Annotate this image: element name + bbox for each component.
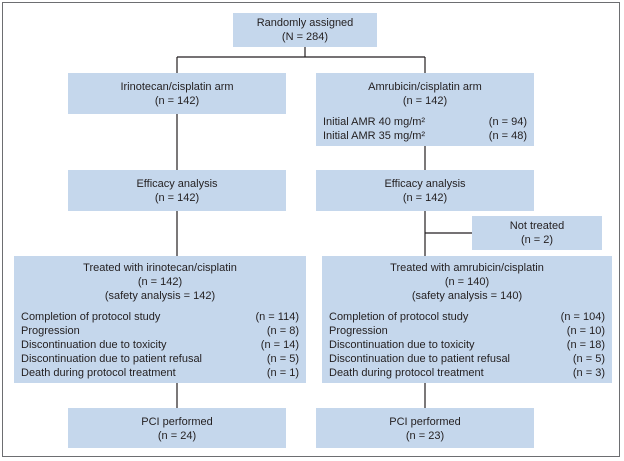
dose-label: Initial AMR 40 mg/m² [323,116,426,128]
outcome-row: Completion of protocol study (n = 104) [329,310,605,324]
outcome-n: (n = 3) [572,367,605,379]
outcome-n: (n = 14) [260,339,299,351]
treated-right-safety: (safety analysis = 140) [411,290,523,302]
efficacy-right-box: Efficacy analysis (n = 142) [316,170,534,211]
outcome-label: Discontinuation due to toxicity [21,339,167,351]
outcome-label: Completion of protocol study [21,311,161,323]
treated-left-n: (n = 142) [137,276,183,288]
outcome-list-left: Completion of protocol study (n = 114) P… [21,310,299,380]
randomized-title: Randomly assigned [256,17,354,29]
amrubicin-arm-title: Amrubicin/cisplatin arm [368,81,482,93]
outcome-n: (n = 104) [560,311,605,323]
outcome-label: Progression [21,325,80,337]
outcome-row: Death during protocol treatment (n = 3) [329,366,605,380]
outcome-n: (n = 5) [572,353,605,365]
dose-list: Initial AMR 40 mg/m² (n = 94) Initial AM… [323,115,527,143]
efficacy-left-n: (n = 142) [154,192,200,204]
outcome-n: (n = 18) [566,339,605,351]
amrubicin-arm-n: (n = 142) [402,95,448,107]
outcome-row: Discontinuation due to toxicity (n = 14) [21,338,299,352]
outcome-label: Discontinuation due to patient refusal [329,353,511,365]
outcome-row: Discontinuation due to patient refusal (… [21,352,299,366]
dose-row: Initial AMR 40 mg/m² (n = 94) [323,115,527,129]
treated-amrubicin-box: Treated with amrubicin/cisplatin (n = 14… [322,256,612,383]
outcome-n: (n = 5) [266,353,299,365]
irinotecan-arm-n: (n = 142) [154,95,200,107]
efficacy-left-title: Efficacy analysis [136,178,218,190]
outcome-row: Death during protocol treatment (n = 1) [21,366,299,380]
treated-right-title: Treated with amrubicin/cisplatin [390,262,544,274]
dose-row: Initial AMR 35 mg/m² (n = 48) [323,129,527,143]
pci-right-n: (n = 23) [405,430,445,442]
randomized-box: Randomly assigned (N = 284) [233,13,377,47]
irinotecan-arm-title: Irinotecan/cisplatin arm [120,81,234,93]
efficacy-right-title: Efficacy analysis [384,178,466,190]
outcome-list-right: Completion of protocol study (n = 104) P… [329,310,605,380]
outcome-n: (n = 114) [255,311,299,323]
efficacy-left-box: Efficacy analysis (n = 142) [68,170,286,211]
not-treated-n: (n = 2) [520,234,554,246]
dose-n: (n = 48) [488,130,527,142]
pci-right-box: PCI performed (n = 23) [316,408,534,448]
not-treated-title: Not treated [509,220,565,232]
treated-left-title: Treated with irinotecan/cisplatin [83,262,237,274]
outcome-label: Death during protocol treatment [329,367,484,379]
pci-right-title: PCI performed [389,416,461,428]
randomized-n: (N = 284) [281,31,329,43]
outcome-n: (n = 10) [566,325,605,337]
efficacy-right-n: (n = 142) [402,192,448,204]
treated-irinotecan-box: Treated with irinotecan/cisplatin (n = 1… [14,256,306,383]
outcome-label: Discontinuation due to toxicity [329,339,475,351]
dose-n: (n = 94) [488,116,527,128]
outcome-row: Progression (n = 8) [21,324,299,338]
treated-left-safety: (safety analysis = 142) [104,290,216,302]
dose-label: Initial AMR 35 mg/m² [323,130,426,142]
outcome-row: Progression (n = 10) [329,324,605,338]
amrubicin-arm-box: Amrubicin/cisplatin arm (n = 142) Initia… [316,73,534,146]
pci-left-box: PCI performed (n = 24) [68,408,286,448]
outcome-label: Death during protocol treatment [21,367,176,379]
not-treated-box: Not treated (n = 2) [472,216,602,250]
pci-left-n: (n = 24) [157,430,197,442]
irinotecan-arm-box: Irinotecan/cisplatin arm (n = 142) [68,73,286,114]
outcome-row: Discontinuation due to toxicity (n = 18) [329,338,605,352]
treated-right-n: (n = 140) [444,276,490,288]
diagram-frame [2,2,620,457]
outcome-label: Progression [329,325,388,337]
outcome-label: Discontinuation due to patient refusal [21,353,203,365]
outcome-n: (n = 1) [266,367,299,379]
outcome-row: Discontinuation due to patient refusal (… [329,352,605,366]
outcome-n: (n = 8) [266,325,299,337]
outcome-row: Completion of protocol study (n = 114) [21,310,299,324]
outcome-label: Completion of protocol study [329,311,469,323]
pci-left-title: PCI performed [141,416,213,428]
